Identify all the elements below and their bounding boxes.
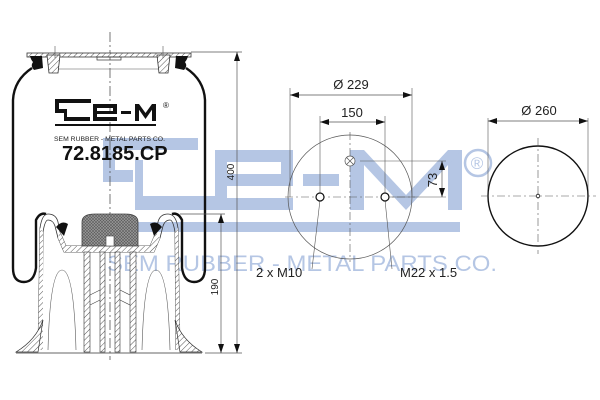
arrow-right-icon	[376, 119, 385, 125]
bolt-hole-icon	[380, 192, 390, 202]
watermark-registered-mark: ®	[471, 154, 484, 173]
height-dimensions	[180, 51, 242, 354]
part-number: 72.8185.CP	[62, 143, 168, 165]
arrow-left-icon	[320, 119, 329, 125]
bolt-hole-icon	[315, 192, 325, 202]
arrow-down-icon	[234, 344, 240, 353]
watermark-company-text: SEM RUBBER - METAL PARTS CO.	[107, 251, 497, 276]
arrow-left-icon	[488, 118, 497, 124]
air-fitting-label: M22 x 1.5	[400, 265, 457, 280]
bottom-view	[481, 118, 596, 254]
top-plate-view	[285, 88, 446, 270]
logo-registered-mark: ®	[163, 101, 169, 110]
arrow-right-icon	[579, 118, 588, 124]
arrow-right-icon	[403, 92, 412, 98]
arrow-left-icon	[290, 92, 299, 98]
brand-logo	[55, 99, 156, 126]
bolt-thread-label: 2 x M10	[256, 265, 302, 280]
arrow-down-icon	[439, 188, 445, 197]
bottom-diameter-label: Ø 260	[521, 103, 556, 118]
arrow-up-icon	[218, 214, 224, 223]
overall-height-label: 400	[226, 163, 237, 180]
air-inlet-icon	[344, 155, 356, 167]
arrow-up-icon	[439, 161, 445, 170]
company-name: SEM RUBBER - METAL PARTS CO.	[54, 136, 165, 143]
bolt-spacing-label: 150	[341, 105, 363, 120]
arrow-down-icon	[218, 344, 224, 353]
plate-diameter-label: Ø 229	[333, 77, 368, 92]
air-inlet-offset-label: 73	[425, 173, 440, 187]
air-spring-side-view	[11, 32, 207, 360]
arrow-up-icon	[234, 52, 240, 61]
piston-height-label: 190	[210, 278, 221, 295]
